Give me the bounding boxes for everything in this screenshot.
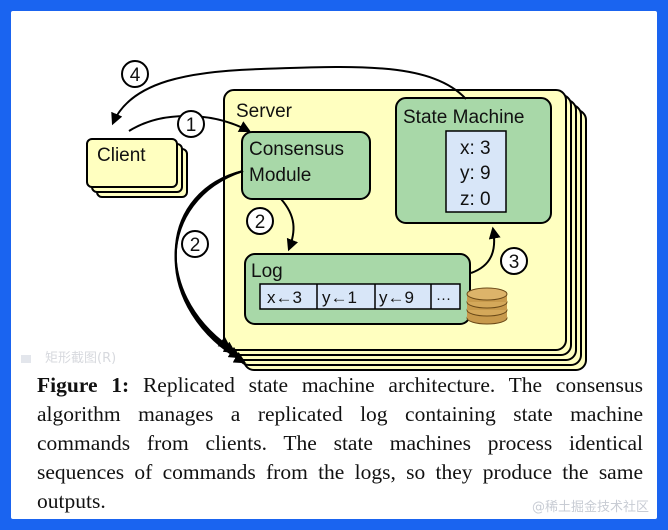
arrow-step2-log	[280, 198, 299, 252]
server-label: Server	[236, 101, 293, 122]
client-stack: Client	[86, 138, 188, 198]
log: Log x←3 y←1 y←9 ···	[244, 253, 471, 325]
state-value-z: z: 0	[460, 189, 491, 210]
step1-number: 1	[186, 115, 197, 136]
consensus-label-1: Consensus	[249, 139, 344, 160]
step2-circle-fan	[181, 230, 209, 258]
figure-frame: Server Client State Machine x: 3 y: 9 z:…	[11, 11, 657, 519]
state-value-x: x: 3	[460, 138, 491, 159]
state-table	[445, 130, 507, 213]
watermark-tl-text: 矩形截图(R)	[45, 351, 117, 366]
disk-icon	[466, 287, 508, 325]
state-value-y: y: 9	[460, 163, 491, 184]
consensus-label-2: Module	[249, 165, 311, 186]
caption-label: Figure 1:	[37, 373, 130, 397]
client-box	[86, 138, 178, 188]
figure-caption: Figure 1: Replicated state machine archi…	[37, 371, 643, 516]
state-machine-label: State Machine	[403, 107, 524, 128]
square-icon	[21, 354, 31, 363]
arrow-step3	[470, 226, 501, 274]
log-entry-1: x←3	[267, 288, 302, 307]
site-watermark: @稀土掘金技术社区	[531, 500, 649, 515]
caption-text: Replicated state machine architecture. T…	[37, 373, 643, 513]
arrow-step4	[111, 66, 467, 126]
step2-number-fan: 2	[190, 235, 201, 256]
state-machine: State Machine x: 3 y: 9 z: 0	[395, 97, 552, 224]
consensus-box	[241, 131, 371, 200]
step3-number: 3	[509, 252, 520, 273]
screenshot-tool-watermark: 矩形截图(R)	[21, 347, 116, 366]
log-entry-3: y←9	[379, 288, 414, 307]
consensus-module: Consensus Module	[241, 131, 371, 200]
step-markers: 4 1 2 2 3	[121, 60, 528, 275]
log-label: Log	[251, 261, 283, 282]
step1-circle	[177, 110, 205, 138]
log-entry-2: y←1	[322, 288, 357, 307]
step3-circle	[500, 247, 528, 275]
architecture-diagram: Server Client State Machine x: 3 y: 9 z:…	[86, 60, 587, 371]
arrows	[111, 66, 501, 364]
step2-circle-log	[246, 207, 274, 235]
client-label: Client	[97, 145, 146, 166]
step4-circle	[121, 60, 149, 88]
step2-number-log: 2	[255, 212, 266, 233]
log-table	[259, 283, 461, 310]
arrow-step2-fan-4	[174, 170, 247, 364]
step4-number: 4	[130, 65, 141, 86]
log-entry-more: ···	[436, 290, 451, 307]
